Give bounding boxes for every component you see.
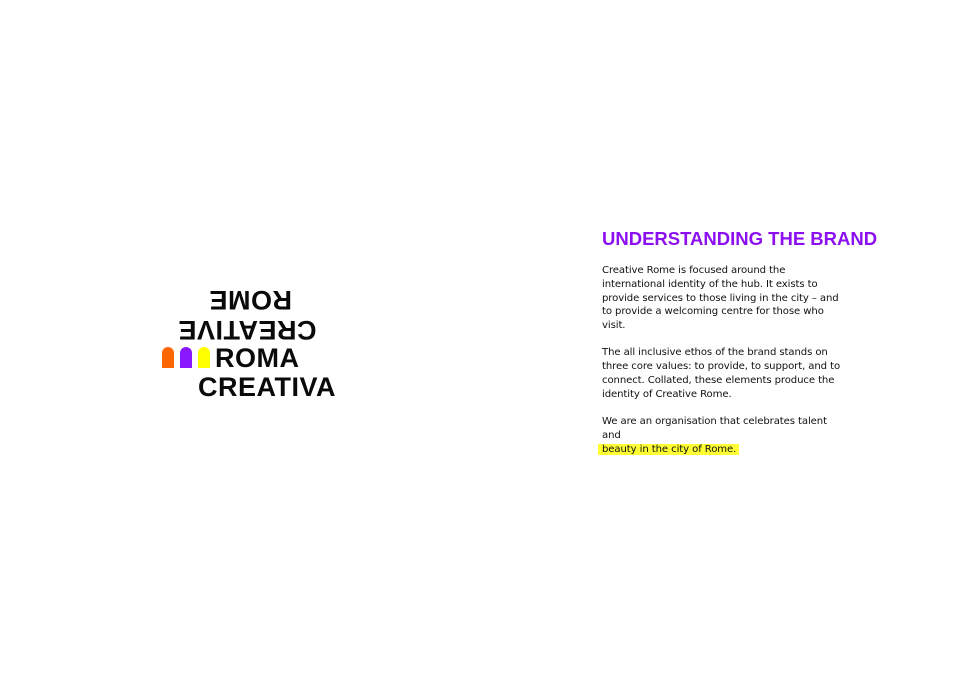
brand-paragraph-2: The all inclusive ethos of the brand sta… xyxy=(602,347,841,400)
orange-arch-icon xyxy=(162,347,174,368)
yellow-arch-icon xyxy=(198,347,210,368)
purple-arch-icon xyxy=(180,347,192,368)
section-title: UNDERSTANDING THE BRAND xyxy=(602,228,878,249)
logo-text-creative-inverted: CREATIVE xyxy=(178,315,317,345)
logo-text-rome-inverted: ROME xyxy=(209,285,292,315)
brand-paragraph-3-text: We are an organisation that celebrates t… xyxy=(602,416,827,441)
brand-paragraph-3: We are an organisation that celebrates t… xyxy=(598,415,847,456)
logo-text-creativa: CREATIVA xyxy=(198,372,336,402)
brand-section: UNDERSTANDING THE BRAND Creative Rome is… xyxy=(598,228,878,470)
roma-creativa-logo: ROME CREATIVE ROMA CREATIVA xyxy=(160,284,336,402)
brand-paragraph-1: Creative Rome is focused around the inte… xyxy=(602,265,839,332)
logo-text-roma: ROMA xyxy=(215,343,300,373)
highlighted-text: beauty in the city of Rome. xyxy=(598,443,740,455)
